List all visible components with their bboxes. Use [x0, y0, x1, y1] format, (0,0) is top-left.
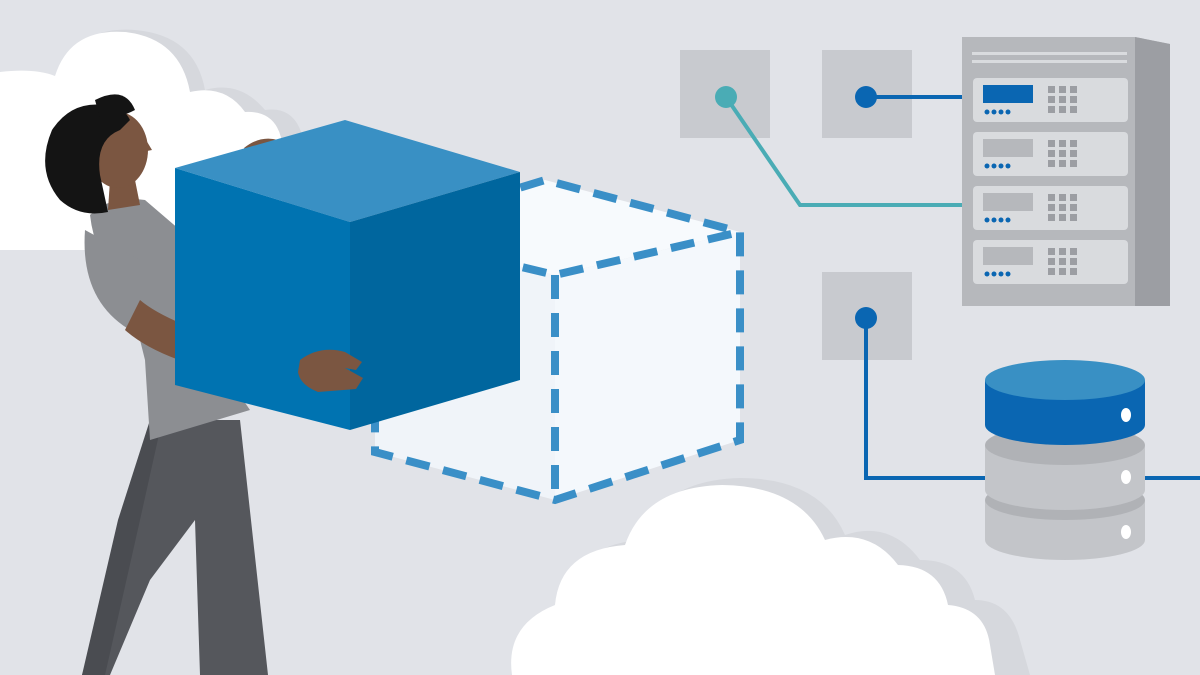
wire-endpoint	[855, 307, 877, 329]
wire-endpoint	[855, 86, 877, 108]
database-icon	[985, 360, 1145, 560]
server-rack-icon	[962, 37, 1170, 306]
person-hand	[298, 349, 363, 392]
cloud-icon	[511, 478, 1030, 675]
wire-endpoint	[715, 86, 737, 108]
network-wires	[724, 95, 1200, 480]
